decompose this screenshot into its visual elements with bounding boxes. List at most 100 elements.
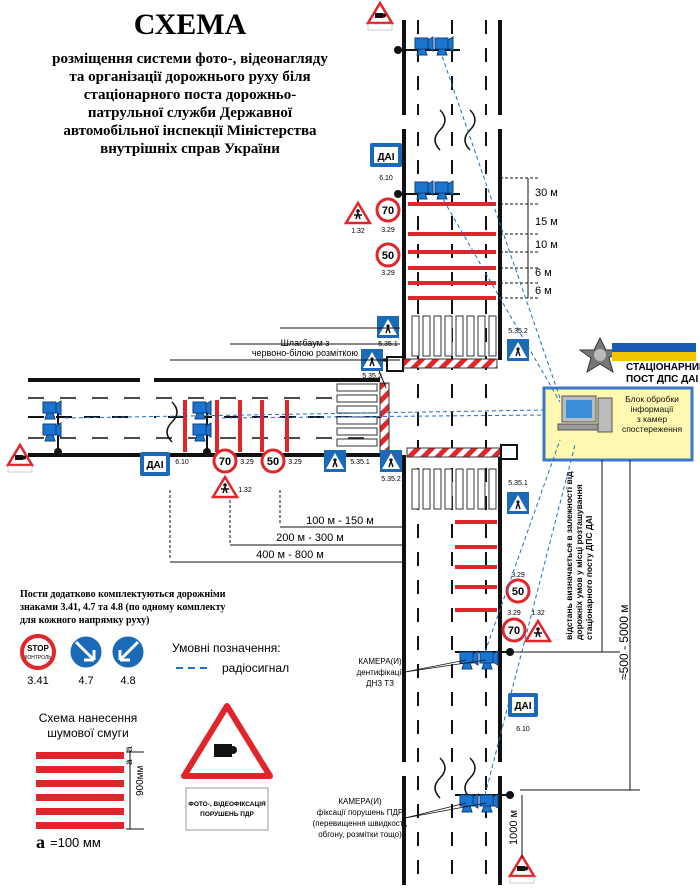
camera-group-left-near bbox=[192, 400, 212, 456]
ped-sign-top: 1.32 bbox=[344, 201, 372, 235]
subtitle: розміщення системи фото-, відеонагляду т… bbox=[52, 51, 328, 157]
block-label-line: Блок обробки bbox=[625, 394, 679, 404]
speed-value: 70 bbox=[382, 205, 394, 217]
sign-code: 5.35.1 bbox=[350, 459, 370, 466]
ped-sign-left: 1.32 bbox=[211, 475, 252, 499]
noise-strip-a: а bbox=[124, 759, 135, 765]
distance-label: 400 м - 800 м bbox=[256, 549, 324, 561]
road-break-bottom bbox=[398, 757, 506, 799]
range-dimension bbox=[500, 460, 640, 791]
arrow-down-left-icon bbox=[118, 640, 140, 662]
distance-label: 6 м bbox=[535, 267, 552, 279]
speed-70-sign-left: 70 3.29 bbox=[212, 448, 254, 474]
sign-code: 4.7 bbox=[78, 675, 93, 687]
dai-sign-bottom: ДАІ 6.10 bbox=[508, 693, 538, 733]
sign-3-41: STOP КОНТРОЛЬ 3.41 bbox=[20, 634, 56, 687]
distance-label: 30 м bbox=[535, 187, 558, 199]
processing-block: Блок обробки інформації з камер спостере… bbox=[542, 386, 694, 462]
sign-code: 6.10 bbox=[516, 726, 530, 733]
sign-code: 5.35.2 bbox=[381, 476, 401, 483]
subtitle-line: автомобільної інспекції Міністерства bbox=[63, 123, 317, 139]
vertical-note-line: стаціонарного посту ДПС ДАІ bbox=[584, 516, 594, 640]
noise-strip-a-value: =100 мм bbox=[50, 835, 101, 850]
barrier-label: Шлагбаум з червоно-білою розміткою bbox=[252, 338, 359, 358]
speed-70-sign-top: 70 3.29 bbox=[375, 197, 401, 234]
photo-sign-text: ПОРУШЕНЬ ПДР bbox=[200, 811, 254, 818]
speed-value: 50 bbox=[267, 456, 279, 468]
range-label: ≈500 - 5000 м bbox=[617, 604, 631, 680]
camera-leader bbox=[404, 802, 467, 819]
dai-sign-text: ДАІ bbox=[514, 701, 531, 712]
subtitle-line: внутрішніх справ України bbox=[100, 141, 280, 157]
post-title-line: ПОСТ ДПС ДАІ bbox=[626, 374, 698, 385]
distance-label: 10 м bbox=[535, 239, 558, 251]
photo-fixation-sign-large: ФОТО-, ВІДЕОФІКСАЦІЯ ПОРУШЕНЬ ПДР bbox=[181, 703, 273, 831]
sign-3-41-bottom: КОНТРОЛЬ bbox=[24, 655, 52, 661]
sign-code: 5.35.1 bbox=[508, 480, 528, 487]
camera-leader bbox=[404, 802, 487, 819]
photo-sign-text: ФОТО-, ВІДЕОФІКСАЦІЯ bbox=[188, 801, 266, 808]
sign-code: 3.29 bbox=[511, 572, 525, 579]
camera-icon bbox=[214, 744, 232, 757]
note-line: знаками 3.41, 4.7 та 4.8 (по одному комп… bbox=[20, 602, 225, 613]
speed-70-sign-bottom: 3.29 70 bbox=[501, 610, 527, 643]
noise-strip-a: а bbox=[124, 746, 135, 752]
ped-crossing-sign-5352-top-right: 5.35.2 bbox=[506, 328, 530, 362]
barrier-label-line: Шлагбаум з bbox=[281, 338, 330, 348]
title: СХЕМА bbox=[134, 8, 247, 41]
legend-title: Умовні позначення: bbox=[172, 641, 281, 655]
subtitle-line: патрульної служби Державної bbox=[88, 105, 293, 121]
camera-label-violation: КАМЕРА(И) фіксації порушень ПДР (перевищ… bbox=[313, 797, 408, 839]
barrier-label-line: червоно-білою розміткою bbox=[252, 348, 359, 358]
distance-1000-label: 1000 м bbox=[508, 810, 520, 845]
crosswalk-left bbox=[336, 383, 378, 447]
post-title-line: СТАЦІОНАРНИЙ bbox=[626, 360, 700, 373]
arrow-down-right-icon bbox=[74, 640, 96, 662]
barrier-left bbox=[379, 382, 390, 454]
speed-50-sign-left: 50 3.29 bbox=[260, 448, 302, 474]
sign-code: 3.29 bbox=[288, 459, 302, 466]
sign-code: 1.32 bbox=[351, 228, 365, 235]
camera-label-line: обгону, розмітки тощо) bbox=[318, 830, 402, 839]
note-line: для кожного напрямку руху) bbox=[20, 615, 149, 626]
camera-label-line: дентифікації bbox=[357, 668, 405, 677]
dai-sign-left: ДАІ 6.10 bbox=[140, 452, 189, 476]
block-label-line: спостереження bbox=[622, 424, 683, 434]
crosswalk-top bbox=[411, 315, 497, 357]
sign-code: 5.35.2 bbox=[362, 373, 382, 380]
sign-code: 1.32 bbox=[531, 610, 545, 617]
speed-50-sign-top: 50 3.29 bbox=[375, 242, 401, 277]
sign-code: 4.8 bbox=[120, 675, 135, 687]
camera-leader bbox=[404, 659, 487, 673]
noise-strip-dim: 900мм bbox=[135, 765, 146, 796]
post-flag bbox=[612, 343, 696, 361]
sign-code: 1.32 bbox=[238, 487, 252, 494]
sign-code: 3.29 bbox=[240, 459, 254, 466]
dai-sign-text: ДАІ bbox=[377, 152, 394, 163]
sign-code: 5.35.2 bbox=[508, 328, 528, 335]
camera-label-line: КАМЕРА(И) bbox=[338, 797, 382, 806]
distance-dimensions-right bbox=[500, 177, 540, 299]
distance-label: 200 м - 300 м bbox=[276, 532, 344, 544]
subtitle-line: розміщення системи фото-, відеонагляду bbox=[52, 51, 328, 67]
subtitle-line: та організації дорожнього руху біля bbox=[69, 69, 310, 85]
equipment-note: Пости додатково комплектуються дорожніми… bbox=[20, 589, 226, 626]
photo-warning-sign-top bbox=[366, 1, 394, 31]
sign-code: 3.29 bbox=[381, 227, 395, 234]
sign-code: 3.41 bbox=[27, 675, 48, 687]
camera-leader bbox=[404, 659, 467, 673]
camera-group-bottom bbox=[455, 791, 514, 813]
speed-value: 50 bbox=[512, 586, 524, 598]
sign-code: 3.29 bbox=[381, 270, 395, 277]
ped-crossing-sign-5352-bottom: 5.35.2 bbox=[379, 449, 403, 483]
crosswalk-bottom bbox=[411, 468, 497, 510]
ped-sign-bottom: 1.32 bbox=[524, 610, 552, 643]
rumble-strips-top bbox=[408, 202, 496, 300]
dai-sign-text: ДАІ bbox=[146, 460, 163, 471]
legend: Умовні позначення: радіосигнал bbox=[172, 641, 289, 675]
camera-label-line: фіксації порушень ПДР bbox=[317, 808, 404, 817]
noise-strip-title: шумової смуги bbox=[47, 726, 128, 740]
camera-label-line: ДНЗ ТЗ bbox=[366, 679, 394, 688]
speed-50-sign-bottom: 3.29 50 bbox=[505, 572, 531, 604]
